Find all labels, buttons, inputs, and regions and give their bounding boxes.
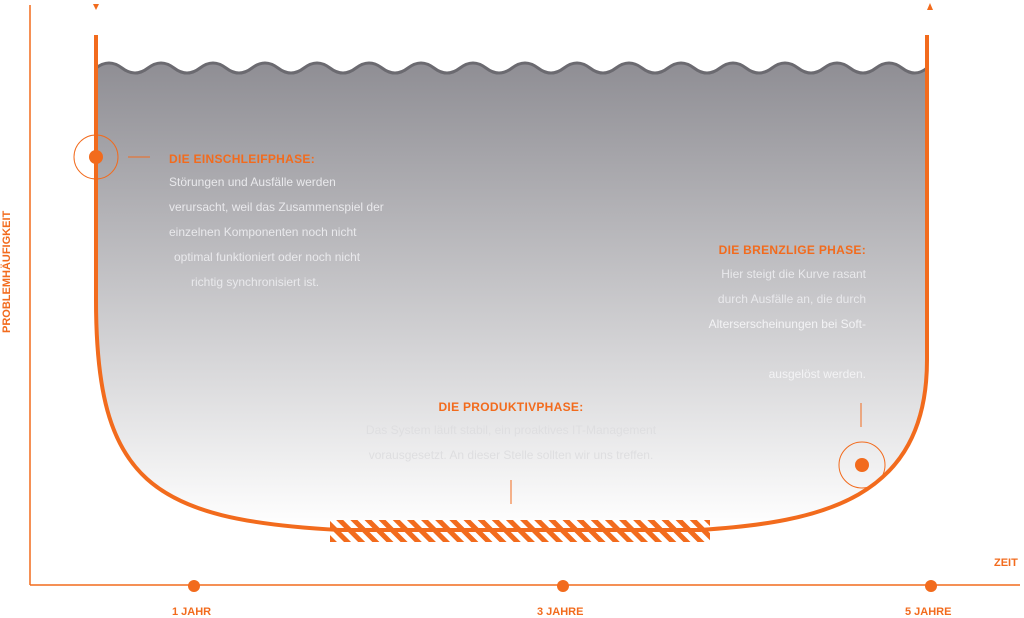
produktiv-text-2: vorausgesetzt. An dieser Stelle sollten … [368, 448, 654, 462]
einschleif-text-5: richtig synchronisiert ist. [191, 275, 320, 289]
tick-label-1: 1 JAHR [172, 606, 212, 618]
bathtub-curve [94, 35, 929, 532]
brenzlig-text-1: Hier steigt die Kurve rasant [721, 267, 866, 281]
einschleif-text-3: einzelnen Komponenten noch nicht [169, 225, 357, 239]
marker-ring-right [838, 441, 886, 489]
produktiv-text-1: Das System läuft stabil, ein proaktives … [365, 423, 657, 437]
x-axis-label: ZEIT [994, 557, 1018, 569]
marker-dot-left [89, 150, 103, 164]
einschleif-title: DIE EINSCHLEIFPHASE: [169, 152, 316, 166]
brenzlig-text-2: durch Ausfälle an, die durch [717, 292, 866, 306]
brenzlig-text-4: ausgelöst werden. [768, 367, 866, 381]
tick-label-5: 5 JAHRE [905, 606, 952, 618]
brenzlig-title: DIE BRENZLIGE PHASE: [718, 243, 866, 257]
tick-dot-3 [557, 580, 569, 592]
marker-ring-left [73, 134, 119, 180]
tick-dot-1 [188, 580, 200, 592]
water-wave [95, 61, 928, 75]
produktiv-title: DIE PRODUKTIVPHASE: [438, 400, 584, 414]
tub-fill [96, 63, 927, 528]
einschleif-text-4: optimal funktioniert oder noch nicht [174, 250, 361, 264]
y-axis-label: PROBLEMHÄUFIGKEIT [1, 210, 13, 333]
arrow-icon [93, 3, 933, 10]
marker-dot-right [855, 458, 869, 472]
einschleif-text-1: Störungen und Ausfälle werden [169, 175, 336, 189]
brenzlig-text-3: Alterserscheinungen bei Soft- [708, 317, 866, 331]
tick-dot-5 [925, 580, 937, 592]
tick-label-3: 3 JAHRE [537, 606, 584, 618]
einschleif-text-2: verursacht, weil das Zusammenspiel der [169, 200, 384, 214]
